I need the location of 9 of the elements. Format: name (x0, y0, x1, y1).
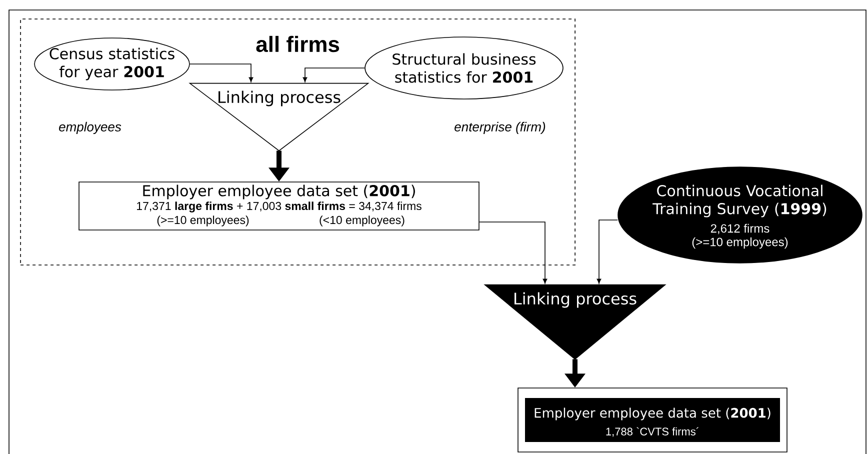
data-box: Employer employee data set (2001) 17,371 large firms + 17,003 small firms = 34,374 firms (>=10 employees) (<10 employees) (78, 182, 480, 230)
note-label: enterprise (firm) (454, 122, 546, 134)
arrow (479, 222, 548, 284)
arrow (596, 220, 618, 284)
arrow (302, 68, 365, 82)
data-box: Employer employee data set (2001) 1,788 `CVTS firms´ (518, 388, 788, 452)
arrow (190, 64, 254, 82)
note-label: employees (59, 122, 122, 134)
group-heading: all firms (256, 36, 340, 52)
